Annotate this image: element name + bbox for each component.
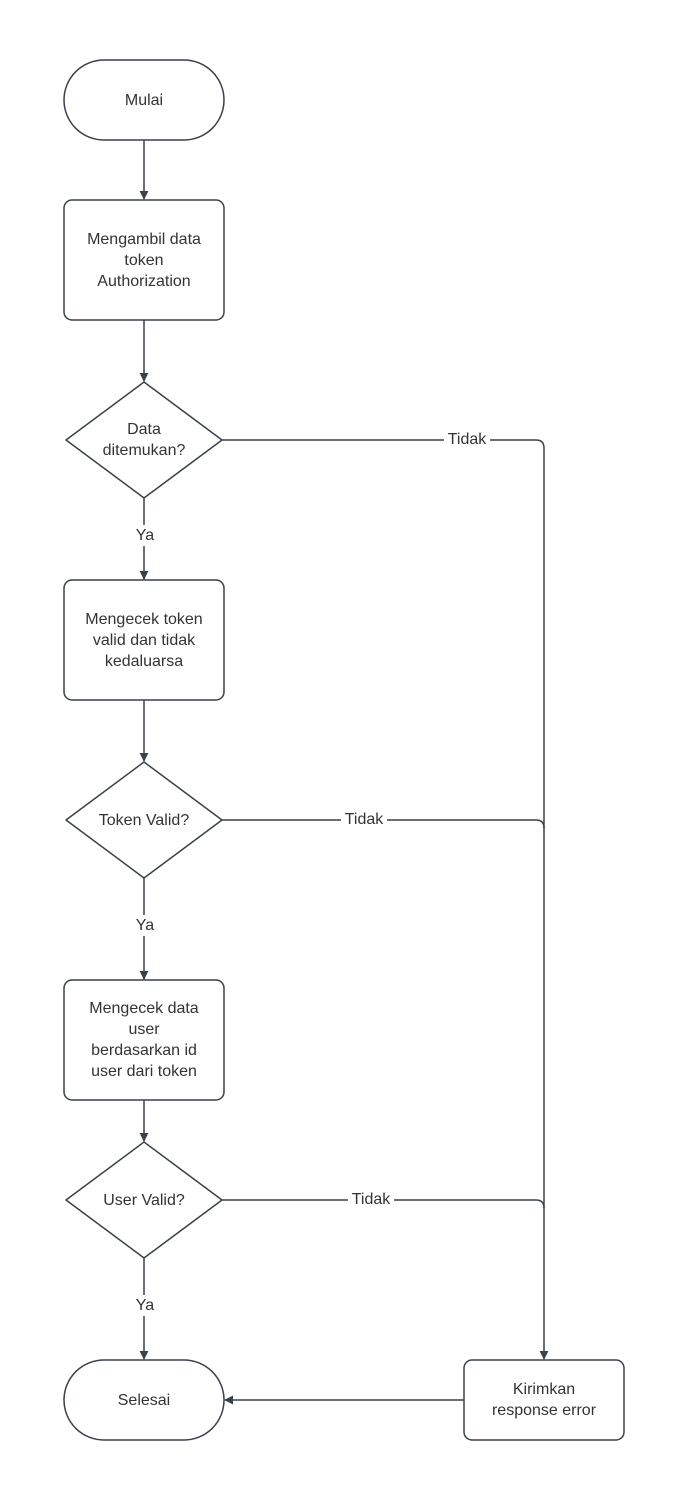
no-label-found: Tidak xyxy=(444,429,490,450)
user-valid-label: User Valid? xyxy=(103,1191,185,1209)
edge-found-no xyxy=(222,439,549,1360)
end-label: Selesai xyxy=(117,1391,171,1409)
start-label: Mulai xyxy=(124,91,164,109)
yes-label-token: Ya xyxy=(132,915,158,936)
check-user-label: Mengecek data user berdasarkan id user d… xyxy=(89,1000,199,1080)
edge-user-no xyxy=(222,1199,545,1209)
edge-token-no xyxy=(222,819,545,829)
data-found-label: Data ditemukan? xyxy=(102,421,186,459)
token-valid-label: Token Valid? xyxy=(98,811,190,829)
end-terminal xyxy=(63,1359,225,1441)
no-label-token: Tidak xyxy=(341,809,387,830)
send-error-label: Kirimkan response error xyxy=(491,1381,597,1419)
no-label-user: Tidak xyxy=(348,1189,394,1210)
yes-label-user: Ya xyxy=(132,1295,158,1316)
yes-label-found: Ya xyxy=(132,525,158,546)
check-token-label: Mengecek token valid dan tidak kedaluars… xyxy=(85,610,203,670)
get-token-label: Mengambil data token Authorization xyxy=(87,230,201,290)
